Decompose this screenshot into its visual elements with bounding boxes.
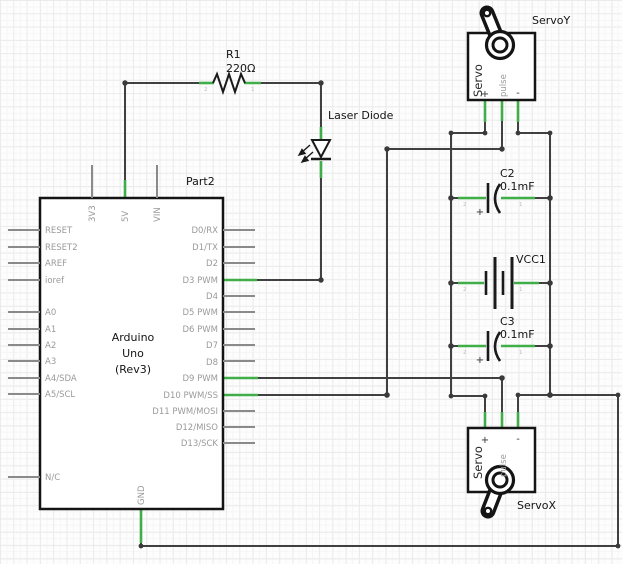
pin-label-a1: A1 <box>45 325 56 335</box>
servo-horn-icon <box>479 5 516 61</box>
pin-label-d3: D3 PWM <box>182 276 218 286</box>
pin-label-d7: D7 <box>206 341 218 351</box>
c3-pin2-number: 2 <box>463 350 467 356</box>
servox-name-label: Servo <box>471 446 485 479</box>
servoy-pulse-label: pulse <box>499 74 509 97</box>
c2-pin1-number: 1 <box>519 202 523 208</box>
laser-diode[interactable]: Laser Diode <box>297 109 394 164</box>
junction-dots <box>122 80 621 549</box>
servoy-plus-label: + <box>481 89 489 100</box>
emission-arrows-icon <box>297 144 314 164</box>
wire-d10-servoy-pulse[interactable] <box>256 119 503 396</box>
capacitor-c2[interactable]: C2 0.1mF + 2 1 <box>463 167 535 218</box>
pin-label-nc: N/C <box>45 473 60 483</box>
arduino-name-line2: Uno <box>122 347 144 360</box>
battery-vcc1[interactable]: VCC1 2 1 <box>463 253 546 309</box>
arduino-part-label: Part2 <box>186 175 215 188</box>
c2-ref-label: C2 <box>500 167 515 180</box>
arduino-right-pin-stubs <box>223 229 255 444</box>
pin-label-d1: D1/TX <box>192 243 218 253</box>
servo-horn-icon <box>480 464 516 519</box>
pin-label-a5-scl: A5/SCL <box>45 390 75 400</box>
servo-x[interactable]: Servo pulse + - ServoX <box>466 426 557 519</box>
pin-label-5v: 5V <box>121 211 131 222</box>
servox-minus-label: - <box>516 434 520 445</box>
pin-label-d10: D10 PWM/SS <box>163 391 218 401</box>
resistor-value-label: 220Ω <box>226 62 255 75</box>
pin-label-vin: VIN <box>153 207 163 222</box>
pin-label-ioref: ioref <box>45 276 65 286</box>
pin-label-d2: D2 <box>206 259 218 269</box>
pin-label-aref: AREF <box>45 259 67 269</box>
resistor-pin2-number: 2 <box>204 87 208 93</box>
c3-curved-plate <box>493 331 502 362</box>
arduino-uno-part[interactable]: Part2 Arduino Uno (Rev3) 3V3 5V VIN GND … <box>8 165 255 511</box>
connected-wire-highlights <box>123 81 539 543</box>
diode-triangle <box>310 139 332 160</box>
pin-label-reset2: RESET2 <box>45 243 78 253</box>
arduino-name-line1: Arduino <box>112 331 155 344</box>
pin-label-d13: D13/SCK <box>181 439 219 449</box>
capacitor-c3[interactable]: C3 0.1mF + 2 1 <box>463 315 535 366</box>
c2-value-label: 0.1mF <box>500 180 535 193</box>
resistor-pin1-number: 1 <box>251 87 255 93</box>
pin-label-a4-sda: A4/SDA <box>45 374 77 384</box>
servo-y[interactable]: Servo pulse + - ServoY <box>466 5 571 102</box>
c2-curved-plate <box>493 183 502 214</box>
pin-label-gnd: GND <box>137 485 147 505</box>
pin-label-3v3: 3V3 <box>88 205 98 222</box>
pin-label-d8: D8 <box>206 358 218 368</box>
c3-pin1-number: 1 <box>519 350 523 356</box>
servox-ref-label: ServoX <box>517 499 557 512</box>
arduino-left-pin-stubs <box>8 229 40 478</box>
c2-pin2-number: 2 <box>463 202 467 208</box>
servoy-name-label: Servo <box>471 64 485 97</box>
pin-label-d11: D11 PWM/MOSI <box>152 407 218 417</box>
resistor-ref-label: R1 <box>226 48 241 61</box>
c3-value-label: 0.1mF <box>500 328 535 341</box>
servox-plus-label: + <box>481 435 489 446</box>
servoy-ref-label: ServoY <box>532 14 571 27</box>
pin-label-a2: A2 <box>45 341 56 351</box>
vcc1-pin1-number: 1 <box>519 287 523 293</box>
pin-label-a0: A0 <box>45 308 56 318</box>
arduino-top-pin-stubs <box>91 165 158 198</box>
pin-label-d9: D9 PWM <box>182 374 218 384</box>
wire-positive-rail[interactable] <box>450 120 486 414</box>
resistor-zigzag <box>212 70 246 96</box>
vcc1-ref-label: VCC1 <box>516 253 546 266</box>
pin-label-d12: D12/MISO <box>176 423 218 433</box>
pin-label-reset: RESET <box>45 226 73 236</box>
pin-label-d4: D4 <box>206 292 218 302</box>
servoy-minus-label: - <box>516 88 520 99</box>
pin-label-d0: D0/RX <box>191 226 218 236</box>
c3-ref-label: C3 <box>500 315 515 328</box>
vcc1-pin2-number: 2 <box>463 287 467 293</box>
pin-label-a3: A3 <box>45 357 56 367</box>
pin-label-d6: D6 PWM <box>182 325 218 335</box>
pin-label-d5: D5 PWM <box>182 308 218 318</box>
servox-pulse-label: pulse <box>499 454 509 477</box>
c3-plus-sign: + <box>476 355 484 366</box>
laser-diode-label: Laser Diode <box>328 109 394 122</box>
arduino-name-line3: (Rev3) <box>115 363 151 376</box>
c2-plus-sign: + <box>476 207 484 218</box>
resistor-r1[interactable]: R1 220Ω 2 1 <box>204 48 255 96</box>
